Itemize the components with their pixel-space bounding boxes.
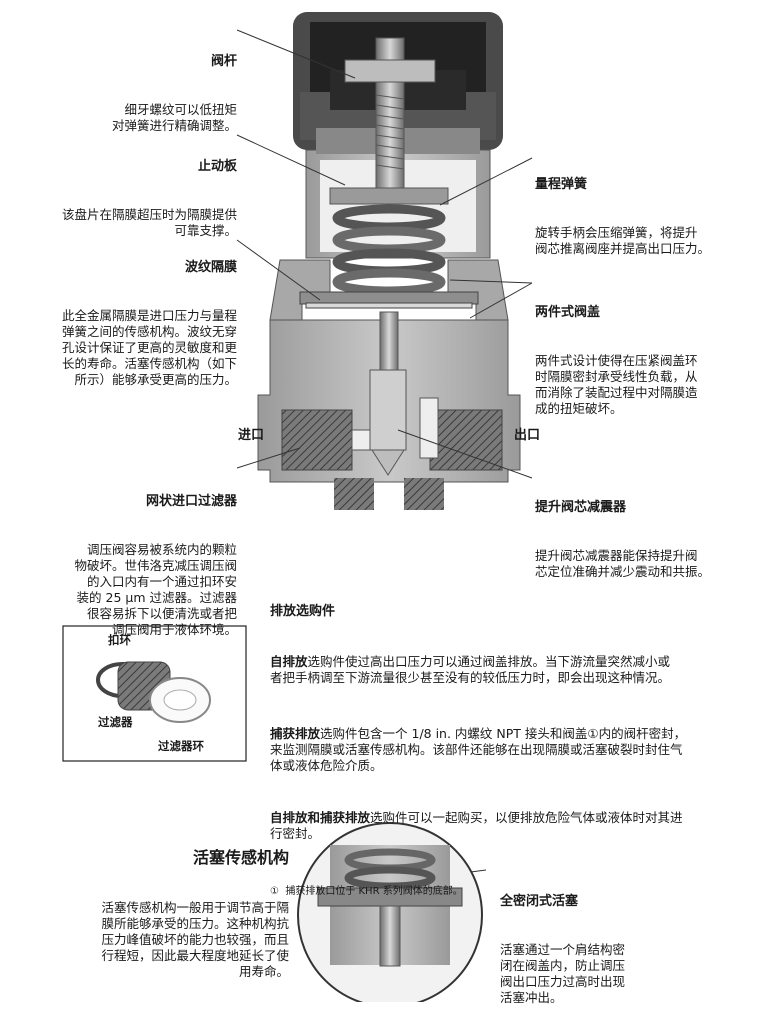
piston-body: 活塞传感机构一般用于调节高于隔 膜所能够承受的压力。这种机构抗 压力峰值破坏的能…: [101, 900, 289, 979]
callout-stem-title: 阀杆: [210, 54, 237, 69]
stem-threaded: [344, 37, 436, 199]
piston-seal-title: 全密闭式活塞: [500, 894, 579, 909]
callout-diaphragm-body: 此全金属隔膜是进口压力与量程 弹簧之间的传感机构。波纹无穿 孔设计保证了更高的灵…: [61, 308, 237, 387]
piston-seal-callout: 全密闭式活塞 活塞通过一个肩结构密 闭在阀盖内，防止调压 阀出口压力过高时出现 …: [500, 862, 625, 1022]
range-spring: [329, 187, 449, 296]
piston-seal-body: 活塞通过一个肩结构密 闭在阀盖内，防止调压 阀出口压力过高时出现 活塞冲出。: [500, 942, 626, 1005]
callout-diaphragm: 波纹隔膜 此全金属隔膜是进口压力与量程 弹簧之间的传感机构。波纹无穿 孔设计保证…: [62, 228, 237, 404]
vent-both-text: 选购件可以一起购买，以便排放危险气体或液体时对其进 行密封。: [270, 810, 683, 841]
vent-self-para: 自排放选购件使过高出口压力可以通过阀盖排放。当下游流量突然减小或 者把手柄调至下…: [270, 654, 760, 686]
inset-filter: 过滤器: [98, 715, 133, 729]
callout-poppet-damper: 提升阀芯减震器 提升阀芯减震器能保持提升阀 芯定位准确并减少震动和共振。: [535, 468, 710, 596]
vent-self-bold: 自排放: [270, 654, 308, 669]
callout-two-piece-cap-title: 两件式阀盖: [535, 305, 601, 320]
vent-captured-para: 捕获排放选购件包含一个 1/8 in. 内螺纹 NPT 接头和阀盖①内的阀杆密封…: [270, 726, 760, 774]
vent-captured-bold: 捕获排放: [270, 726, 321, 741]
callout-stop-plate-body: 该盘片在隔膜超压时为隔膜提供 可靠支撑。: [61, 207, 237, 238]
vent-both-bold: 自排放和捕获排放: [270, 810, 371, 825]
vent-self-text: 选购件使过高出口压力可以通过阀盖排放。当下游流量突然减小或 者把手柄调至下游流量…: [270, 654, 671, 685]
callout-range-spring-title: 量程弹簧: [535, 177, 588, 192]
callout-two-piece-cap: 两件式阀盖 两件式设计使得在压紧阀盖环 时隔膜密封承受线性负载，从 而消除了装配…: [535, 273, 698, 433]
piston-title: 活塞传感机构: [192, 848, 289, 867]
callout-stem: 阀杆 细牙螺纹可以低扭矩 对弹簧进行精确调整。: [112, 22, 237, 150]
callout-inlet-filter-body: 调压阀容易被系统内的颗粒 物破坏。世伟洛克减压调压阀 的入口内有一个通过扣环安 …: [74, 542, 237, 637]
poppet: [369, 311, 407, 476]
vent-footnote: ① 捕获排放口位于 KHR 系列阀体的底部。: [270, 886, 463, 897]
callout-range-spring: 量程弹簧 旋转手柄会压缩弹簧，将提升 阀芯推离阀座并提高出口压力。: [535, 145, 710, 273]
callout-poppet-damper-title: 提升阀芯减震器: [535, 500, 627, 515]
vent-both-para: 自排放和捕获排放选购件可以一起购买，以便排放危险气体或液体时对其进 行密封。: [270, 810, 760, 842]
callout-range-spring-body: 旋转手柄会压缩弹簧，将提升 阀芯推离阀座并提高出口压力。: [535, 225, 711, 256]
callout-inlet-filter: 网状进口过滤器 调压阀容易被系统内的颗粒 物破坏。世伟洛克减压调压阀 的入口内有…: [74, 462, 237, 654]
vent-captured-text: 选购件包含一个 1/8 in. 内螺纹 NPT 接头和阀盖①内的阀杆密封， 来监…: [270, 726, 687, 773]
outlet-label: 出口: [514, 428, 541, 443]
callout-stop-plate: 止动板 该盘片在隔膜超压时为隔膜提供 可靠支撑。: [62, 127, 237, 255]
callout-diaphragm-title: 波纹隔膜: [184, 260, 237, 275]
piston-inset-drawing: [297, 822, 483, 1002]
vent-options-title: 排放选购件: [270, 604, 336, 619]
callout-inlet-filter-title: 网状进口过滤器: [145, 494, 237, 509]
inlet-label: 进口: [238, 428, 265, 443]
callout-stop-plate-title: 止动板: [197, 159, 237, 174]
piston-section: 活塞传感机构 活塞传感机构一般用于调节高于隔 膜所能够承受的压力。这种机构抗 压…: [101, 816, 289, 996]
callout-poppet-damper-body: 提升阀芯减震器能保持提升阀 芯定位准确并减少震动和共振。: [535, 548, 711, 579]
filter-inset-drawing: [96, 661, 211, 723]
callout-stem-body: 细牙螺纹可以低扭矩 对弹簧进行精确调整。: [111, 102, 237, 133]
inset-filter-ring: 过滤器环: [158, 739, 204, 753]
inset-retaining-ring: 扣环: [108, 633, 131, 647]
callout-two-piece-cap-body: 两件式设计使得在压紧阀盖环 时隔膜密封承受线性负载，从 而消除了装配过程中对隔膜…: [535, 353, 698, 416]
vent-options: 排放选购件 自排放选购件使过高出口压力可以通过阀盖排放。当下游流量突然减小或 者…: [270, 572, 760, 916]
